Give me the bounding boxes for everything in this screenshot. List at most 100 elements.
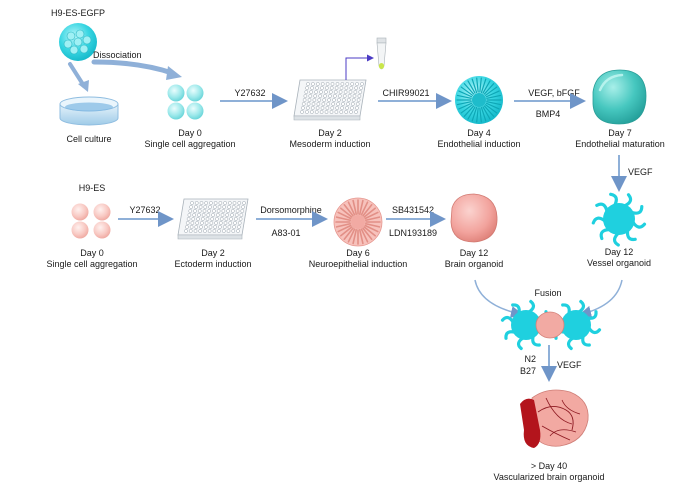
rosette-ray: [456, 94, 472, 99]
well: [190, 221, 195, 225]
well: [221, 209, 226, 213]
transfer-arrow-to-tube: [345, 54, 374, 80]
rosette-ray: [467, 80, 476, 94]
mesoderm-reagent-chir99021: CHIR99021: [382, 88, 429, 98]
well: [339, 86, 344, 90]
rosette-ray: [458, 102, 473, 110]
well: [301, 106, 305, 110]
rosette-ray: [486, 94, 502, 99]
well: [214, 221, 218, 225]
vessel-day12-desc: Vessel organoid: [587, 258, 651, 268]
well: [355, 106, 359, 110]
well: [193, 209, 197, 213]
rosette-ray: [476, 107, 479, 123]
ectoderm-day0-desc: Single cell aggregation: [46, 259, 137, 269]
rosette-ray: [347, 228, 356, 243]
well: [326, 102, 331, 106]
rosette-ray: [364, 211, 379, 220]
well: [217, 229, 221, 233]
well: [356, 98, 361, 102]
ectoderm-day0-label: Day 0: [80, 248, 104, 258]
well: [305, 110, 309, 114]
well: [334, 86, 339, 90]
ectoderm-reagent-sb431542: SB431542: [392, 205, 434, 215]
arrow-to-cell-culture: [68, 62, 86, 88]
well: [309, 90, 314, 94]
well: [242, 201, 246, 205]
well: [305, 86, 309, 90]
es-cell-sphere-egfp: [59, 23, 97, 61]
well: [330, 82, 335, 86]
rosette-ray: [362, 204, 373, 217]
vascularized-brain-organoid-icon: [520, 389, 589, 448]
final-desc: Vascularized brain organoid: [494, 472, 605, 482]
well: [308, 94, 313, 98]
well: [209, 201, 213, 205]
well: [231, 205, 236, 209]
well: [300, 110, 304, 114]
ectoderm-reagent-dorsomorphine: Dorsomorphine: [260, 205, 322, 215]
well: [355, 102, 360, 106]
single-cells-pink: [71, 203, 111, 239]
well: [319, 90, 323, 94]
well: [337, 94, 342, 98]
well: [218, 201, 223, 205]
well: [225, 213, 230, 217]
endothelial-induction-sphere: [455, 76, 503, 124]
well: [238, 217, 243, 221]
rosette-ray: [364, 224, 379, 233]
well: [202, 209, 207, 213]
well: [218, 225, 222, 229]
well: [227, 225, 232, 229]
rosette-ray: [484, 86, 498, 96]
well: [185, 225, 189, 229]
ectoderm-day2-desc: Ectoderm induction: [174, 259, 251, 269]
well: [236, 229, 240, 233]
well: [328, 90, 333, 94]
rosette-ray: [479, 77, 482, 93]
well: [331, 102, 336, 106]
well: [316, 102, 321, 106]
neuroepithelial-sphere: [333, 197, 383, 247]
well: [306, 102, 311, 106]
well: [324, 110, 329, 114]
well: [315, 86, 319, 90]
mesoderm-day7-label: Day 7: [608, 128, 632, 138]
rosette-ray: [363, 226, 377, 237]
well: [319, 110, 324, 114]
rosette-ray: [480, 78, 487, 93]
well: [233, 217, 238, 221]
well: [191, 217, 196, 221]
well: [353, 90, 358, 94]
rosette-ray: [463, 105, 475, 117]
ectoderm-reagent-a83-01: A83-01: [271, 228, 300, 238]
well: [213, 201, 218, 205]
well: [305, 106, 310, 110]
well: [195, 221, 200, 225]
ectoderm-reagent-ldn193189: LDN193189: [389, 228, 437, 238]
well: [184, 229, 188, 233]
well: [230, 209, 235, 213]
well: [320, 106, 325, 110]
well: [212, 229, 217, 233]
brain-organoid-icon: [450, 193, 498, 243]
well: [185, 221, 190, 225]
well: [201, 213, 206, 217]
rosette-ray: [483, 83, 495, 95]
rosette-ray: [360, 228, 369, 243]
well: [335, 106, 340, 110]
well: [320, 86, 324, 90]
well: [194, 201, 199, 205]
ectoderm-day2-label: Day 2: [201, 248, 225, 258]
well: [210, 217, 215, 221]
well: [215, 213, 220, 217]
mesoderm-reagent-vegf-bfgf: VEGF, bFGF: [528, 88, 580, 98]
ectoderm-reagent-y27632: Y27632: [129, 205, 160, 215]
rosette-ray: [460, 104, 474, 114]
well: [321, 102, 326, 106]
rosette-ray: [458, 90, 473, 98]
rosette-ray: [343, 204, 354, 217]
well: [340, 106, 344, 110]
well: [232, 201, 237, 205]
vessel-reagent-vegf: VEGF: [628, 167, 653, 177]
